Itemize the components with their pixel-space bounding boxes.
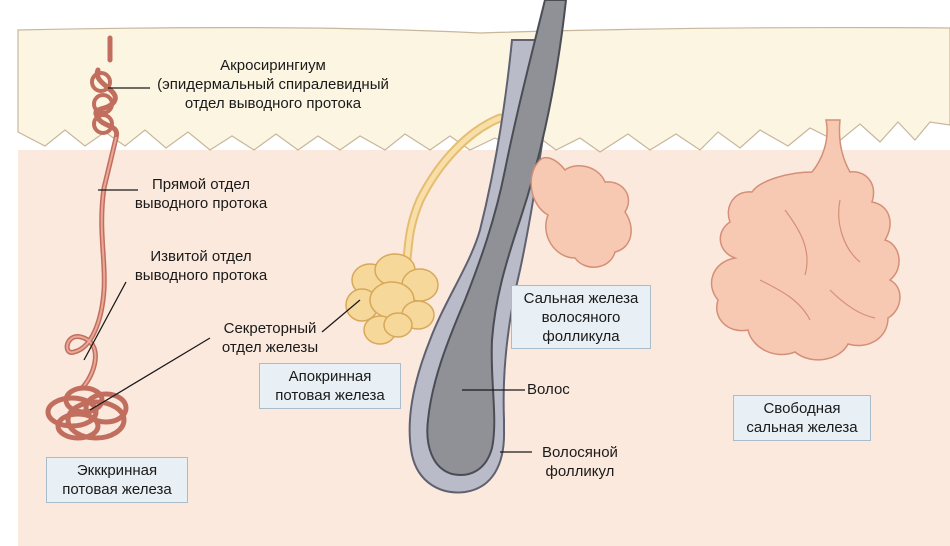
leader-lines: [83, 87, 532, 453]
label-follicle: Волосяной фолликул: [542, 444, 618, 480]
box-eccrine: Экккринная потовая железа: [46, 457, 188, 503]
epidermis-layer: [17, 26, 950, 153]
eccrine-coil: [45, 385, 129, 441]
apocrine-coil: [345, 253, 439, 345]
follicle-sebaceous-gland: [530, 157, 632, 268]
free-sebaceous-lobules: [759, 199, 876, 321]
label-acrosyringium: Акросирингиум (эпидермальный спиралевидн…: [157, 57, 389, 112]
eccrine-spiral-3: [92, 113, 114, 135]
free-sebaceous-gland: [710, 119, 901, 361]
leader-secretory: [89, 337, 211, 411]
eccrine-spiral-1: [90, 71, 112, 93]
leader-coiled-duct: [83, 281, 127, 361]
eccrine-duct-core: [66, 137, 117, 389]
hair-shaft: [426, 0, 568, 476]
label-straight-duct: Прямой отдел выводного протока: [134, 176, 268, 212]
leader-apocrine: [321, 299, 361, 333]
box-free-sebaceous: Свободная сальная железа: [733, 395, 871, 441]
box-apocrine: Апокринная потовая железа: [259, 363, 401, 409]
label-secretory: Секреторный отдел железы: [221, 320, 319, 356]
label-coiled-duct: Извитой отдел выводного протока: [134, 248, 268, 284]
box-follicle-sebaceous: Сальная железа волосяного фолликула: [511, 285, 651, 349]
label-hair: Волос: [527, 381, 570, 398]
